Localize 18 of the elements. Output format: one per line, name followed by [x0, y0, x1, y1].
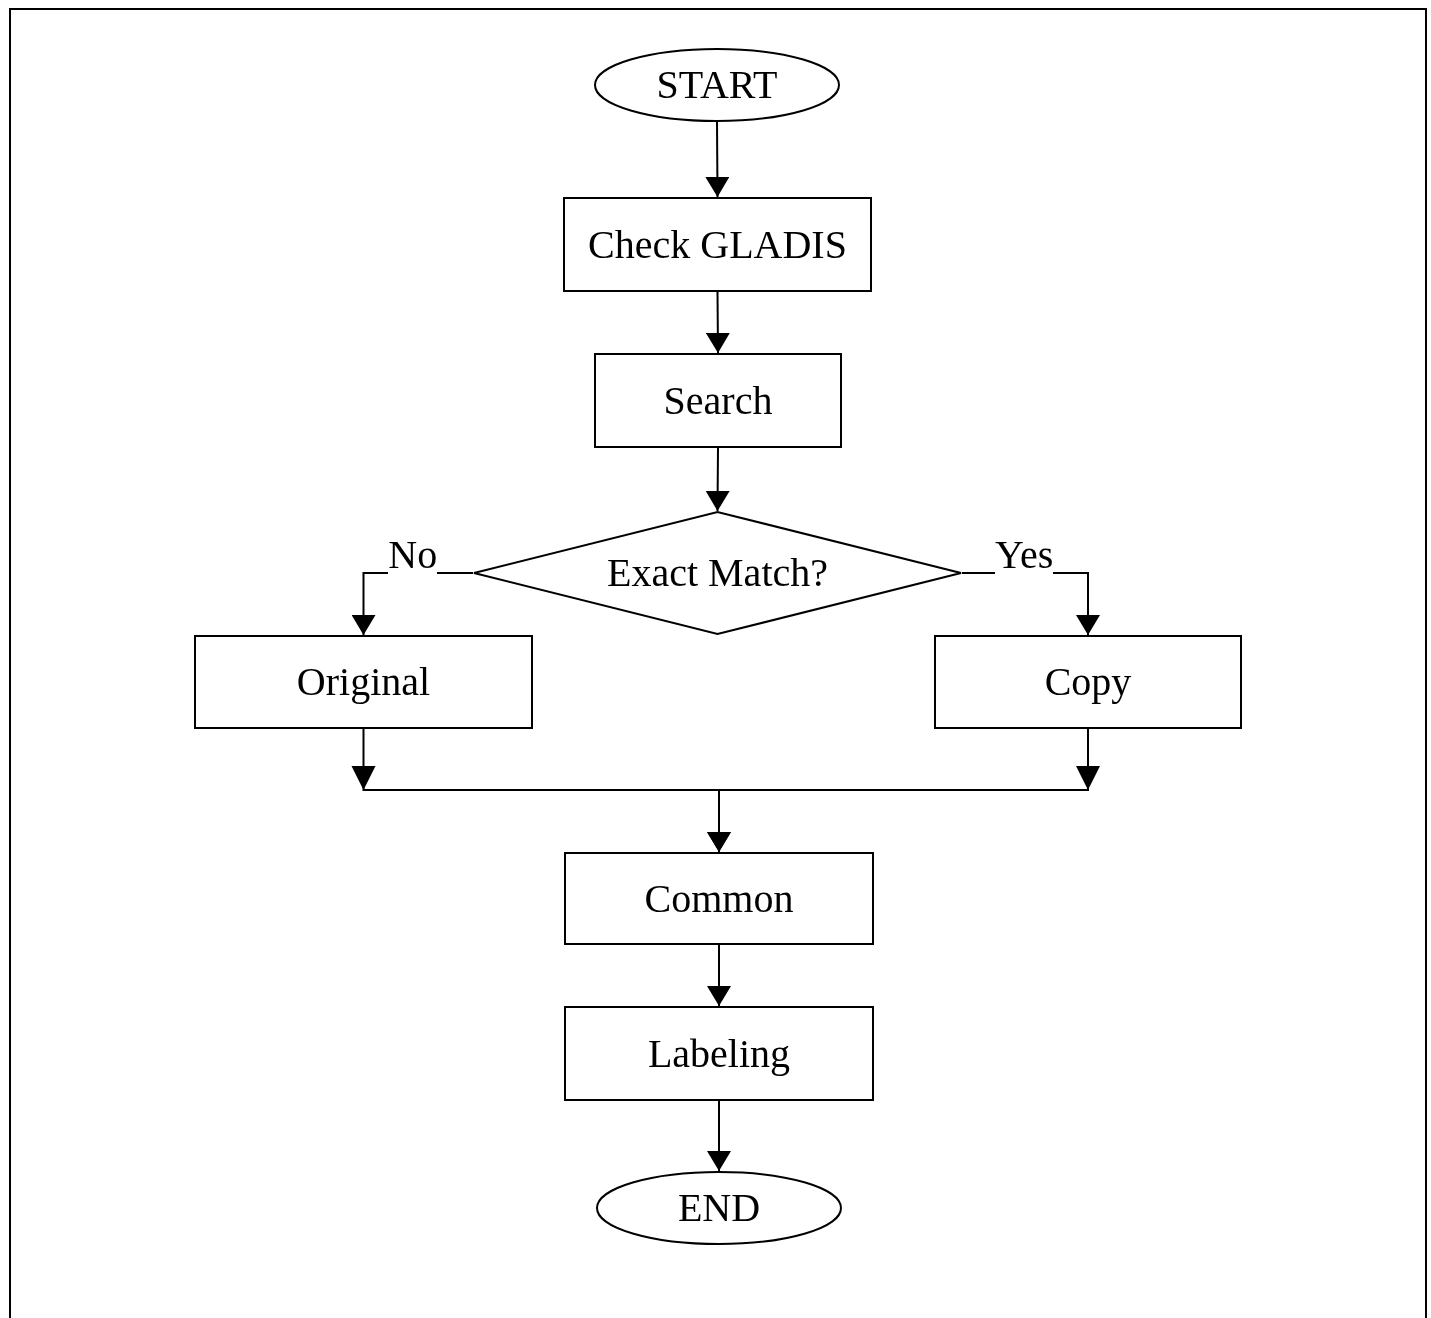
process-box: [564, 1006, 874, 1101]
node-label: Check GLADIS: [588, 224, 847, 265]
node-label: Exact Match?: [607, 553, 828, 593]
node-label: END: [677, 1188, 761, 1228]
process-box: [934, 635, 1242, 729]
terminal-ellipse: [594, 48, 840, 122]
process-box: [194, 635, 533, 729]
terminal-ellipse: [596, 1171, 842, 1245]
node-label: Search: [663, 380, 773, 421]
node-label: Original: [296, 662, 431, 702]
process-box: [564, 852, 874, 945]
node-label: Common: [644, 878, 794, 919]
decision-diamond: [473, 511, 962, 635]
process-box: [594, 353, 842, 448]
node-label: Copy: [1044, 662, 1132, 702]
node-label: START: [656, 65, 778, 105]
process-box: [563, 197, 872, 292]
node-label: Labeling: [647, 1033, 791, 1074]
